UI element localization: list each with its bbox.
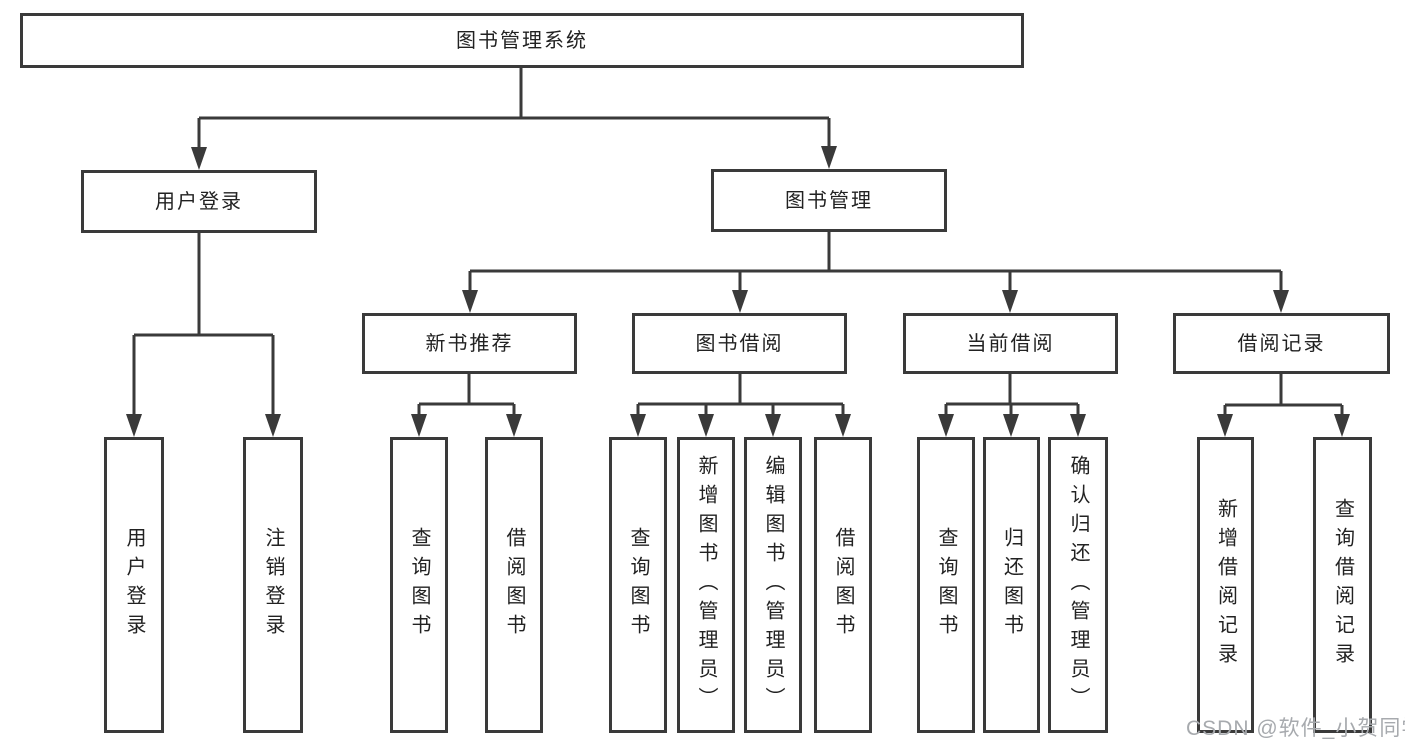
arrowheads-newbookrec-leaves	[411, 414, 522, 437]
edge-userlogin-to-leaves	[132, 233, 275, 416]
node-current-borrowing: 当前借阅	[903, 313, 1118, 374]
arrowheads-level2	[191, 146, 837, 170]
node-borrowing-records: 借阅记录	[1173, 313, 1390, 374]
arrowheads-userlogin-leaves	[126, 414, 281, 437]
edge-currentborrow-to-leaves	[944, 374, 1080, 416]
leaf-bb-add-book-admin: 新增图书（管理员）	[677, 437, 735, 733]
leaf-user-login: 用户登录	[104, 437, 164, 733]
edge-bookborrow-to-leaves	[636, 374, 845, 416]
edge-borrowrecord-to-leaves	[1223, 374, 1344, 416]
arrowheads-borrowrecord-leaves	[1217, 414, 1350, 437]
leaf-rec-query-book: 查询图书	[390, 437, 448, 733]
leaf-bb-query-book: 查询图书	[609, 437, 667, 733]
node-new-book-recommendation: 新书推荐	[362, 313, 577, 374]
arrowheads-level3	[462, 290, 1289, 313]
edge-newbookrec-to-leaves	[417, 374, 516, 416]
leaf-cb-return-book: 归还图书	[983, 437, 1040, 733]
arrowheads-bookborrow-leaves	[630, 414, 851, 437]
node-book-borrowing: 图书借阅	[632, 313, 847, 374]
leaf-cb-query-book: 查询图书	[917, 437, 975, 733]
node-library-management-system: 图书管理系统	[20, 13, 1024, 68]
leaf-bb-edit-book-admin: 编辑图书（管理员）	[744, 437, 802, 733]
leaf-bb-borrow-book: 借阅图书	[814, 437, 872, 733]
arrowheads-currentborrow-leaves	[938, 414, 1086, 437]
leaf-logout: 注销登录	[243, 437, 303, 733]
node-user-login: 用户登录	[81, 170, 317, 233]
leaf-br-query-record: 查询借阅记录	[1313, 437, 1372, 733]
edge-bookmgmt-to-level3	[468, 232, 1283, 293]
leaf-br-add-record: 新增借阅记录	[1197, 437, 1254, 733]
csdn-watermark: CSDN @软件_小贺同学	[1186, 717, 1405, 740]
edge-root-to-level2	[197, 68, 831, 150]
node-book-management: 图书管理	[711, 169, 947, 232]
leaf-cb-confirm-return-admin: 确认归还（管理员）	[1048, 437, 1108, 733]
leaf-rec-borrow-book: 借阅图书	[485, 437, 543, 733]
